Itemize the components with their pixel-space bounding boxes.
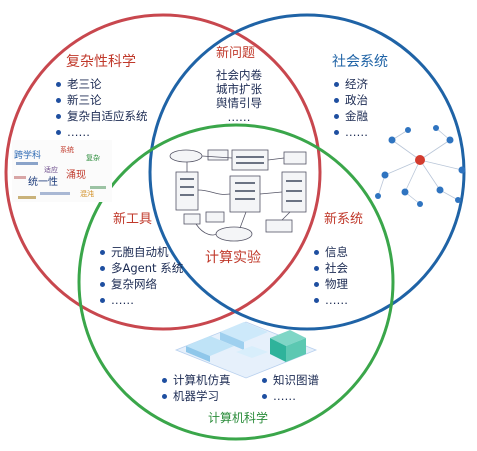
isometric-platform-image xyxy=(174,321,318,379)
word-cloud-word: 跨学科 xyxy=(14,149,41,161)
list-item: …… xyxy=(227,110,251,124)
word-cloud-image: 跨学科 系统 适应 涌现 统一性 复杂 混沌 xyxy=(12,140,112,202)
list-item: 城市扩张 xyxy=(216,82,262,96)
list-item: 新三论 xyxy=(56,92,148,108)
list-item: 元胞自动机 xyxy=(100,244,183,260)
computer-science-circle xyxy=(77,123,395,441)
computer-science-title: 计算机科学 xyxy=(208,411,269,425)
list-item: 舆情引导 xyxy=(216,96,262,110)
new-problems-title: 新问题 xyxy=(216,46,256,61)
new-problems-list: 社会内卷 城市扩张 舆情引导 …… xyxy=(206,68,272,124)
computer-science-list-right: 知识图谱 …… xyxy=(262,372,319,404)
list-item: 老三论 xyxy=(56,76,148,92)
complexity-science-title: 复杂性科学 xyxy=(66,54,136,70)
list-item: 社会内卷 xyxy=(216,68,262,82)
word-cloud-word: 系统 xyxy=(60,145,74,154)
new-systems-list: 信息 社会 物理 …… xyxy=(314,244,348,308)
word-cloud-word: 复杂 xyxy=(86,153,100,162)
word-cloud-word: 涌现 xyxy=(66,169,86,181)
list-item: …… xyxy=(56,124,148,140)
computer-science-list-left: 计算机仿真 机器学习 xyxy=(162,372,231,404)
list-item: …… xyxy=(334,124,368,140)
list-item: 机器学习 xyxy=(162,388,231,404)
list-item: 政治 xyxy=(334,92,368,108)
list-item: 信息 xyxy=(314,244,348,260)
flowchart-image xyxy=(169,149,307,242)
list-item: 金融 xyxy=(334,108,368,124)
new-systems-title: 新系统 xyxy=(324,212,364,227)
list-item: …… xyxy=(262,388,319,404)
computational-experiment-title: 计算实验 xyxy=(205,250,261,266)
list-item: …… xyxy=(314,292,348,308)
new-tools-title: 新工具 xyxy=(113,212,153,227)
list-item: 社会 xyxy=(314,260,348,276)
list-item: …… xyxy=(100,292,183,308)
list-item: 知识图谱 xyxy=(262,372,319,388)
complexity-science-circle xyxy=(4,13,322,331)
word-cloud-word: 统一性 xyxy=(28,175,58,188)
social-network-image xyxy=(375,125,466,207)
complexity-science-list: 老三论 新三论 复杂自适应系统 …… xyxy=(56,76,148,140)
list-item: 复杂自适应系统 xyxy=(56,108,148,124)
social-system-title: 社会系统 xyxy=(332,54,388,70)
list-item: 复杂网络 xyxy=(100,276,183,292)
list-item: 物理 xyxy=(314,276,348,292)
social-system-list: 经济 政治 金融 …… xyxy=(334,76,368,140)
list-item: 经济 xyxy=(334,76,368,92)
list-item: 多Agent 系统 xyxy=(100,260,183,276)
word-cloud-word: 混沌 xyxy=(80,189,94,198)
new-tools-list: 元胞自动机 多Agent 系统 复杂网络 …… xyxy=(100,244,183,308)
list-item: 计算机仿真 xyxy=(162,372,231,388)
word-cloud-word: 适应 xyxy=(44,165,58,174)
